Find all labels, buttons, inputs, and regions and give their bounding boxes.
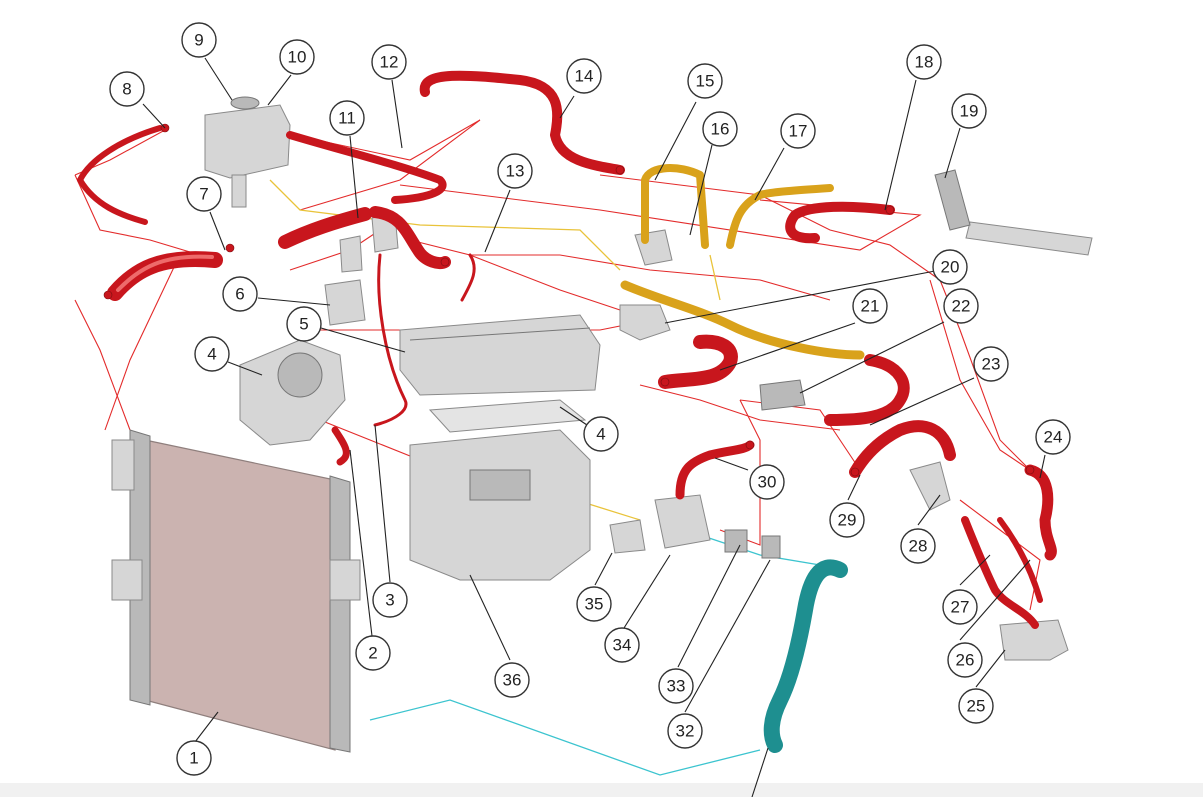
callout-2: 2 bbox=[355, 635, 391, 671]
callout-12: 12 bbox=[371, 44, 407, 80]
callout-6: 6 bbox=[222, 276, 258, 312]
svg-text:29: 29 bbox=[838, 511, 857, 530]
svg-text:17: 17 bbox=[789, 122, 808, 141]
svg-text:22: 22 bbox=[952, 297, 971, 316]
svg-text:4: 4 bbox=[596, 425, 605, 444]
svg-text:32: 32 bbox=[676, 722, 695, 741]
auxiliary-pump bbox=[999, 619, 1069, 661]
callout-24: 24 bbox=[1035, 419, 1071, 455]
callout-8: 8 bbox=[109, 71, 145, 107]
callout-4-pump: 4 bbox=[194, 336, 230, 372]
svg-text:36: 36 bbox=[503, 671, 522, 690]
callout-26: 26 bbox=[947, 642, 983, 678]
callout-25: 25 bbox=[958, 688, 994, 724]
svg-text:14: 14 bbox=[575, 67, 594, 86]
callout-20: 20 bbox=[932, 249, 968, 285]
svg-text:24: 24 bbox=[1044, 428, 1063, 447]
svg-text:4: 4 bbox=[207, 345, 216, 364]
callout-3: 3 bbox=[372, 582, 408, 618]
callout-28: 28 bbox=[900, 528, 936, 564]
callout-21: 21 bbox=[852, 288, 888, 324]
svg-text:1: 1 bbox=[189, 749, 198, 768]
svg-text:5: 5 bbox=[299, 315, 308, 334]
svg-text:3: 3 bbox=[385, 591, 394, 610]
callout-7: 7 bbox=[186, 176, 222, 212]
svg-text:19: 19 bbox=[960, 102, 979, 121]
svg-text:30: 30 bbox=[758, 473, 777, 492]
callout-22: 22 bbox=[943, 288, 979, 324]
svg-text:34: 34 bbox=[613, 636, 632, 655]
callout-11: 11 bbox=[329, 100, 365, 136]
svg-text:20: 20 bbox=[941, 258, 960, 277]
heater-core bbox=[934, 169, 1093, 256]
svg-text:35: 35 bbox=[585, 595, 604, 614]
engine-block bbox=[409, 429, 591, 581]
svg-text:26: 26 bbox=[956, 651, 975, 670]
svg-text:27: 27 bbox=[951, 598, 970, 617]
callout-10: 10 bbox=[279, 39, 315, 75]
radiator bbox=[111, 429, 361, 753]
svg-text:10: 10 bbox=[288, 48, 307, 67]
svg-text:12: 12 bbox=[380, 53, 399, 72]
svg-text:11: 11 bbox=[338, 109, 356, 128]
callout-27: 27 bbox=[942, 589, 978, 625]
callout-18: 18 bbox=[906, 44, 942, 80]
callout-5: 5 bbox=[286, 306, 322, 342]
pump-outlet-pipe bbox=[331, 426, 350, 466]
callout-15: 15 bbox=[687, 63, 723, 99]
cylinder-head bbox=[399, 314, 601, 396]
callout-19: 19 bbox=[951, 93, 987, 129]
callouts: 1 2 3 4 4 5 6 7 8 9 10 11 12 13 14 15 16… bbox=[109, 22, 1071, 776]
callout-36: 36 bbox=[494, 662, 530, 698]
callout-17: 17 bbox=[780, 113, 816, 149]
footer-strip bbox=[0, 783, 1203, 797]
callout-4-gasket: 4 bbox=[583, 416, 619, 452]
callout-13: 13 bbox=[497, 153, 533, 189]
oil-cooler bbox=[759, 379, 806, 411]
coolant-outlet-parts bbox=[609, 494, 781, 559]
svg-text:33: 33 bbox=[667, 677, 686, 696]
callout-23: 23 bbox=[973, 346, 1009, 382]
callout-16: 16 bbox=[702, 111, 738, 147]
svg-text:7: 7 bbox=[199, 185, 208, 204]
svg-text:28: 28 bbox=[909, 537, 928, 556]
svg-text:9: 9 bbox=[194, 31, 203, 50]
callout-35: 35 bbox=[576, 586, 612, 622]
callout-32: 32 bbox=[667, 713, 703, 749]
svg-text:25: 25 bbox=[967, 697, 986, 716]
callout-30: 30 bbox=[749, 464, 785, 500]
callout-29: 29 bbox=[829, 502, 865, 538]
callout-14: 14 bbox=[566, 58, 602, 94]
thermostat-housing bbox=[619, 304, 671, 341]
svg-text:18: 18 bbox=[915, 53, 934, 72]
mounting-brackets bbox=[324, 213, 399, 326]
components bbox=[111, 96, 1093, 753]
callout-1: 1 bbox=[176, 740, 212, 776]
leader-lines bbox=[142, 57, 1046, 797]
svg-text:16: 16 bbox=[711, 120, 730, 139]
coolant-expansion-tank bbox=[204, 96, 291, 208]
bracket bbox=[909, 461, 951, 511]
svg-text:8: 8 bbox=[122, 80, 131, 99]
svg-text:15: 15 bbox=[696, 72, 715, 91]
svg-text:21: 21 bbox=[861, 297, 880, 316]
head-gasket bbox=[428, 399, 587, 433]
coolant-valve bbox=[634, 229, 673, 266]
hoses bbox=[77, 70, 1057, 753]
callout-34: 34 bbox=[604, 627, 640, 663]
callout-9: 9 bbox=[181, 22, 217, 58]
svg-text:6: 6 bbox=[235, 285, 244, 304]
water-pump bbox=[239, 339, 346, 446]
svg-text:2: 2 bbox=[368, 644, 377, 663]
svg-text:23: 23 bbox=[982, 355, 1001, 374]
svg-text:13: 13 bbox=[506, 162, 525, 181]
callout-33: 33 bbox=[658, 668, 694, 704]
